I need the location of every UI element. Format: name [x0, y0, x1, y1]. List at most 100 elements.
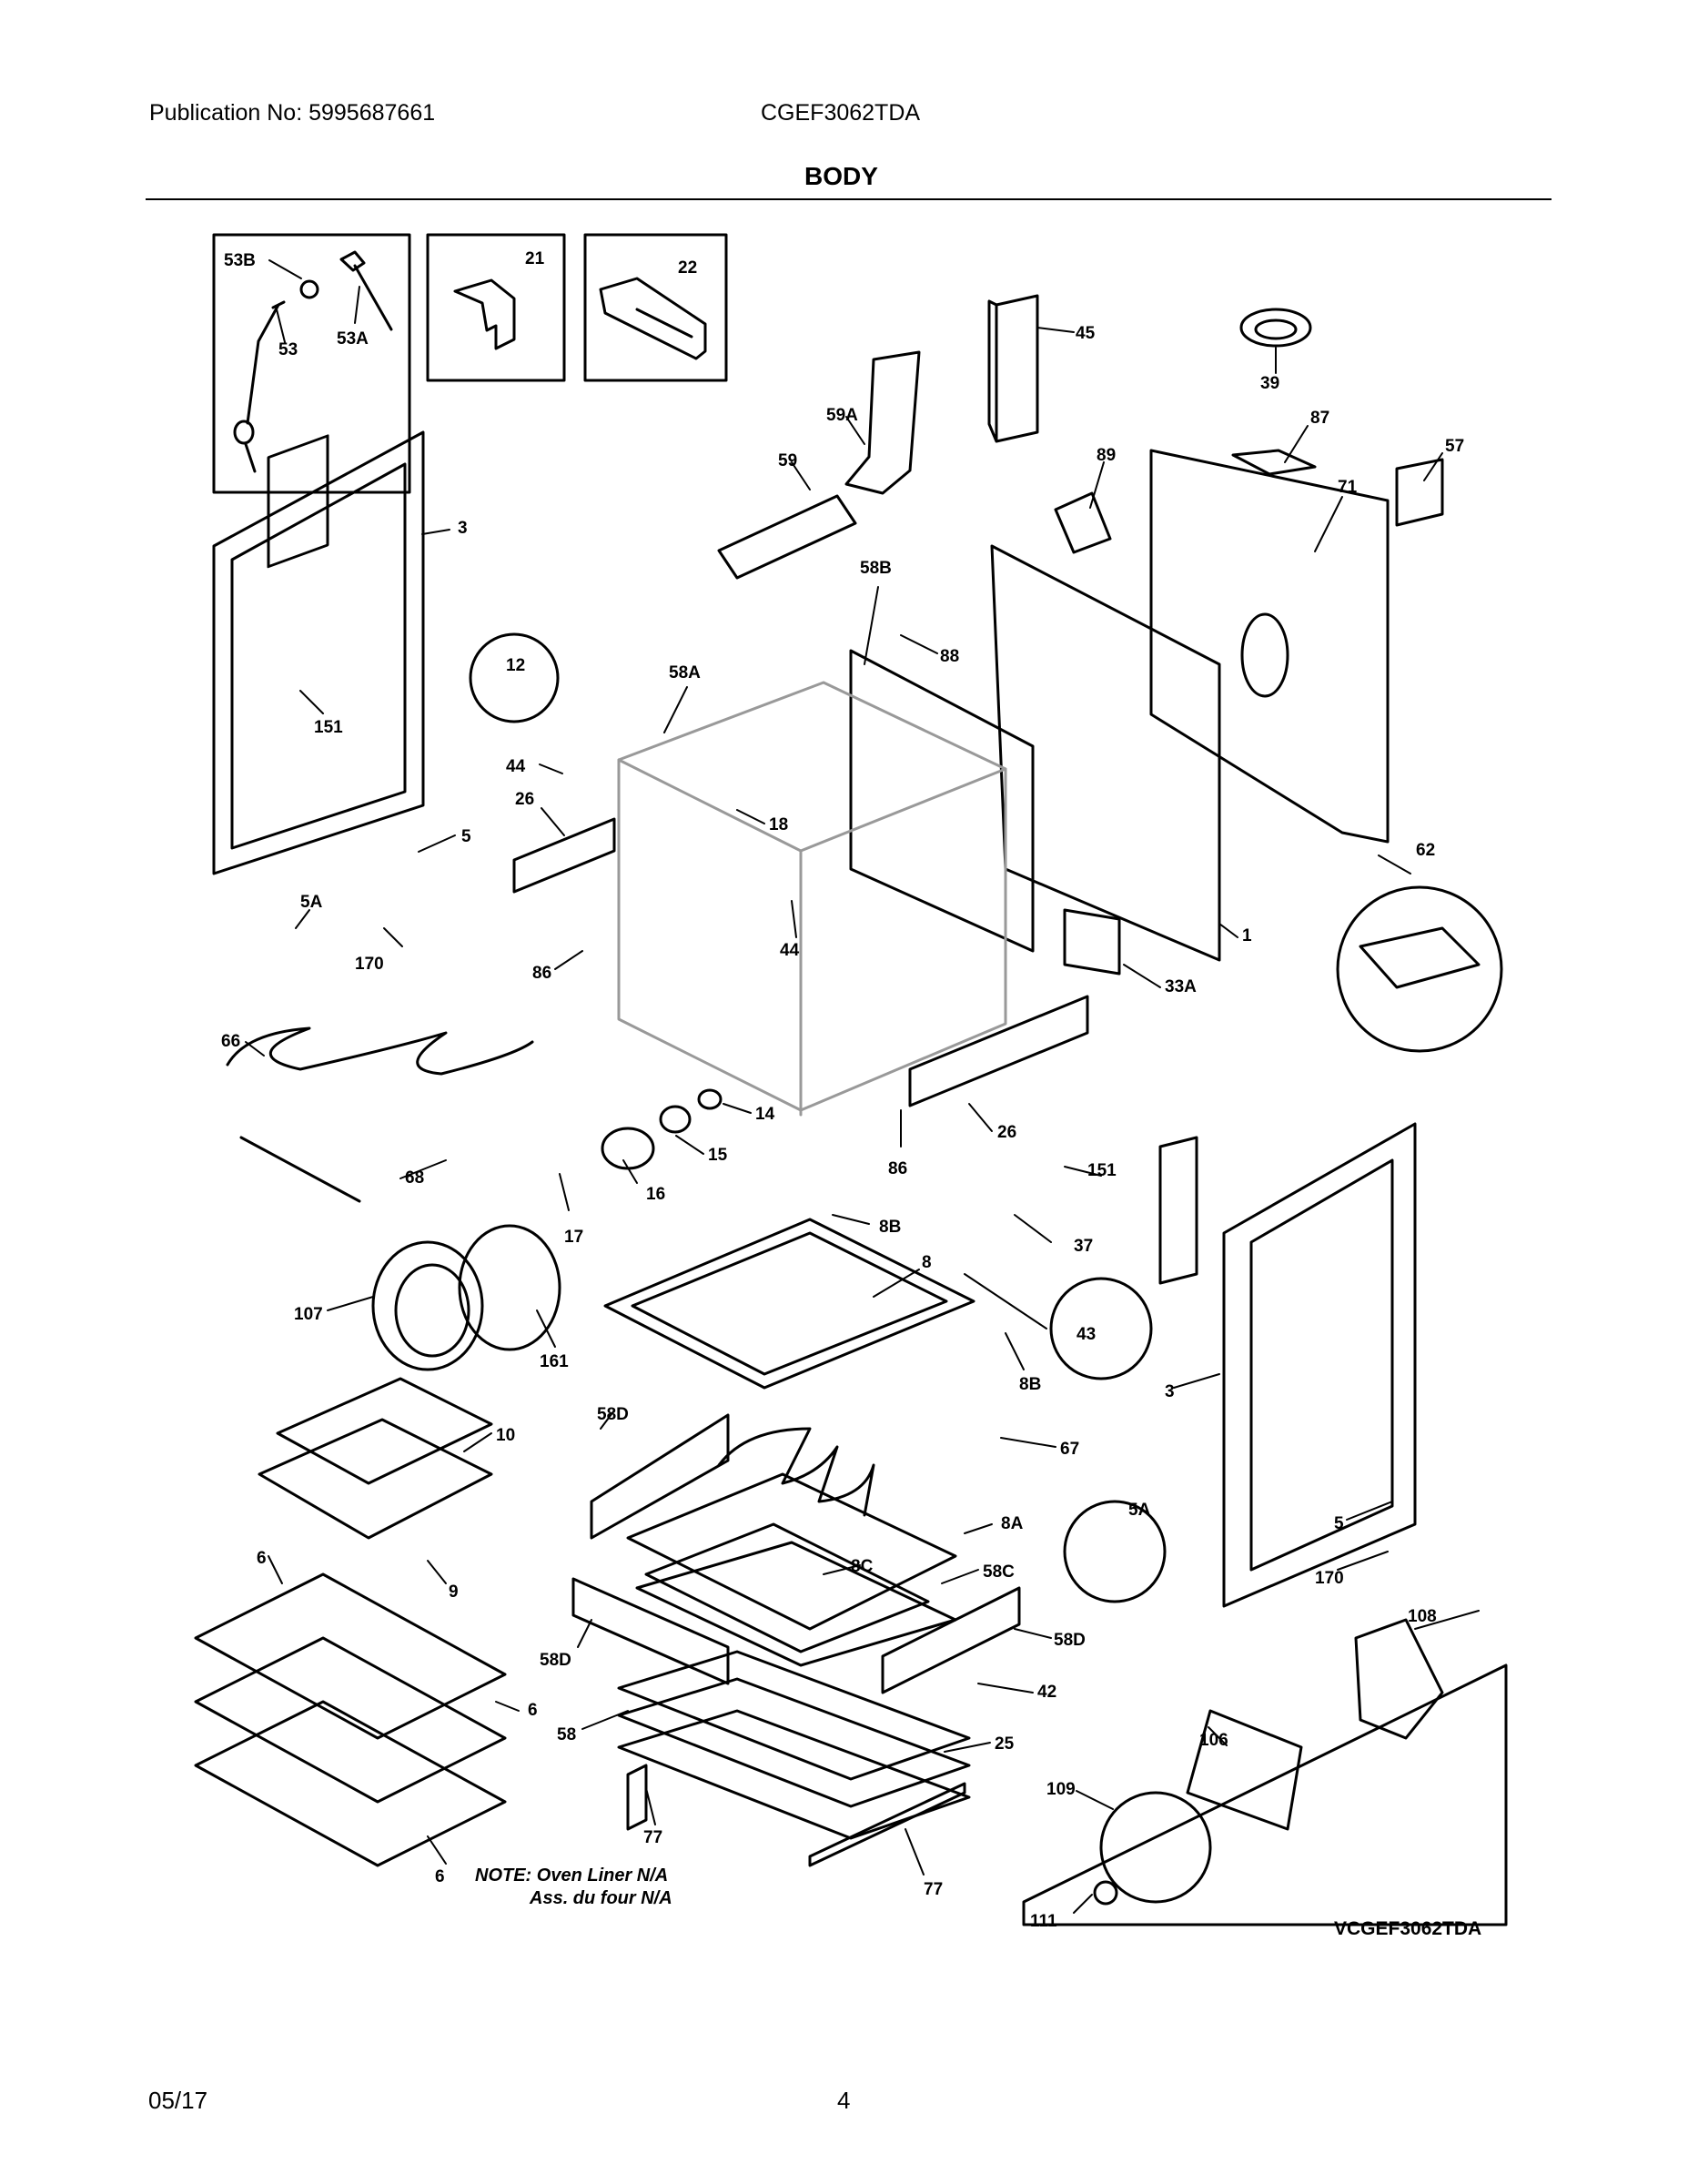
callout-18: 18: [769, 815, 788, 834]
callout-170-right: 170: [1315, 1569, 1344, 1588]
part-67: [717, 1427, 875, 1517]
inset-box-22: [583, 233, 728, 382]
part-59A: [844, 350, 921, 495]
part-25: [617, 1709, 971, 1840]
part-43-detail: [1049, 1277, 1153, 1380]
callout-17: 17: [564, 1228, 583, 1247]
callout-107: 107: [294, 1305, 323, 1324]
part-68: [239, 1136, 361, 1203]
callout-86-right: 86: [888, 1159, 907, 1178]
callout-5-right: 5: [1334, 1514, 1344, 1533]
part-1: [990, 544, 1221, 962]
part-58C: [635, 1541, 957, 1667]
callout-14: 14: [755, 1105, 775, 1124]
part-59: [717, 494, 857, 580]
callout-8A: 8A: [1001, 1514, 1024, 1533]
section-title: BODY: [804, 162, 878, 190]
part-58D-a: [590, 1413, 730, 1540]
part-58D-c: [881, 1586, 1021, 1694]
part-58D-b: [571, 1577, 730, 1685]
callout-42: 42: [1037, 1683, 1056, 1702]
callout-77-left: 77: [643, 1828, 662, 1847]
part-15: [659, 1105, 692, 1134]
callout-53: 53: [278, 340, 298, 359]
part-111: [1093, 1880, 1118, 1906]
callout-59: 59: [778, 451, 797, 470]
part-6-c: [194, 1700, 507, 1867]
callout-3-right: 3: [1165, 1382, 1175, 1401]
model-number: CGEF3062TDA: [761, 100, 921, 126]
callout-8B-bottom: 8B: [1019, 1375, 1041, 1394]
callout-58C: 58C: [983, 1562, 1015, 1582]
callout-68: 68: [405, 1168, 424, 1188]
part-58B: [849, 649, 1035, 953]
callout-109: 109: [1046, 1780, 1076, 1799]
part-108: [1354, 1618, 1444, 1740]
callout-9: 9: [449, 1582, 459, 1602]
publication-number: Publication No: 5995687661: [149, 100, 436, 126]
callout-87: 87: [1310, 409, 1329, 428]
callout-67: 67: [1060, 1440, 1079, 1459]
part-45: [987, 294, 1039, 443]
part-71: [1149, 449, 1390, 844]
callout-170-left: 170: [355, 955, 384, 974]
callout-5A-left: 5A: [300, 893, 323, 912]
callout-151-left: 151: [314, 718, 343, 737]
part-109: [1099, 1791, 1212, 1904]
callout-21: 21: [525, 249, 545, 268]
callout-71: 71: [1338, 478, 1358, 497]
callout-8: 8: [922, 1253, 932, 1272]
callout-57: 57: [1445, 437, 1464, 456]
callout-108: 108: [1408, 1607, 1437, 1626]
part-89: [1054, 491, 1112, 554]
part-8: [603, 1218, 975, 1390]
part-39: [1239, 308, 1312, 348]
callout-58: 58: [557, 1725, 576, 1744]
callout-58D-right: 58D: [1054, 1631, 1086, 1650]
part-62-detail: [1336, 885, 1503, 1053]
callout-22: 22: [678, 258, 697, 278]
part-151-right: [1158, 1136, 1198, 1285]
part-26-left: [512, 817, 616, 894]
inset-box-sensor: [212, 233, 411, 494]
header-rule: [146, 198, 1552, 200]
oven-cavity: [617, 681, 1007, 1112]
callout-106: 106: [1199, 1731, 1228, 1750]
drawing-code: VCGEF3062TDA: [1334, 1918, 1481, 1939]
callout-58D-top: 58D: [597, 1405, 629, 1424]
callout-16: 16: [646, 1185, 665, 1204]
note-oven-liner-fr: Ass. du four N/A: [529, 1888, 672, 1908]
footer-date: 05/17: [148, 2087, 208, 2114]
callout-43: 43: [1076, 1325, 1096, 1344]
part-33A: [1063, 908, 1121, 976]
callout-3-left: 3: [458, 519, 468, 538]
part-58: [617, 1677, 971, 1808]
part-9: [258, 1418, 493, 1540]
callout-8B-top: 8B: [879, 1218, 901, 1237]
note-oven-liner: NOTE: Oven Liner N/A: [475, 1866, 668, 1886]
callout-5A-right: 5A: [1128, 1501, 1151, 1520]
callout-89: 89: [1097, 446, 1116, 465]
callout-88: 88: [940, 647, 959, 666]
callout-111: 111: [1030, 1912, 1057, 1931]
part-8C: [644, 1522, 930, 1653]
part-42: [617, 1650, 971, 1781]
callout-53A: 53A: [337, 329, 369, 349]
part-3-left: [212, 430, 425, 875]
part-3-right: [1222, 1122, 1417, 1608]
callout-53B: 53B: [224, 251, 256, 270]
part-66: [226, 1026, 534, 1076]
part-106: [1186, 1709, 1303, 1831]
part-87: [1231, 449, 1317, 476]
callout-66: 66: [221, 1032, 240, 1051]
callout-161: 161: [540, 1352, 569, 1371]
part-26-right: [908, 995, 1089, 1107]
callout-77-right: 77: [924, 1880, 943, 1899]
callout-44-top: 44: [506, 757, 526, 776]
part-57: [1395, 458, 1444, 527]
callout-86-left: 86: [532, 964, 551, 983]
part-6-b: [194, 1636, 507, 1804]
callout-59A: 59A: [826, 406, 858, 425]
part-16: [601, 1127, 655, 1170]
callout-12: 12: [506, 656, 525, 675]
